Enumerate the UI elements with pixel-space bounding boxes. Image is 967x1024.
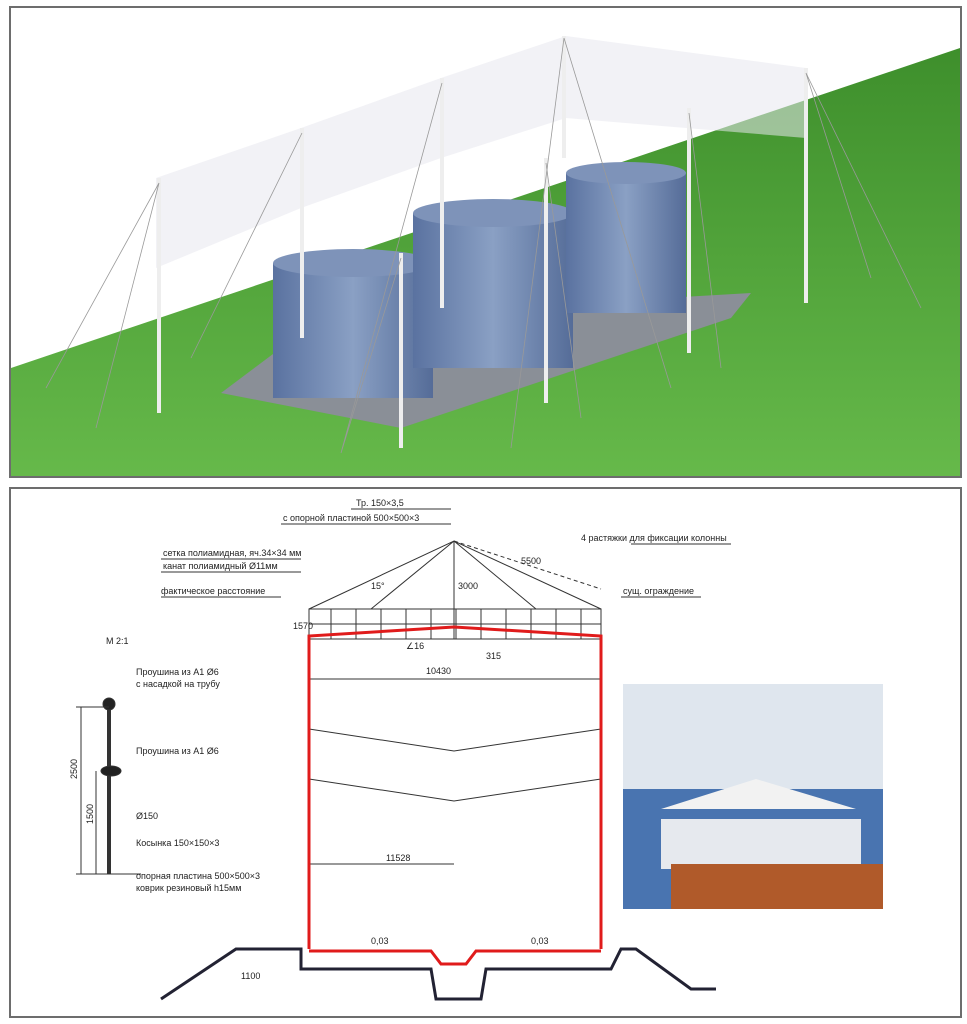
pipe-label-2: с опорной пластиной 500×500×3 (283, 513, 419, 523)
tank-outline (307, 625, 603, 949)
plate-label-1: опорная пластина 500×500×3 (136, 871, 260, 881)
weld1-line1: Проушина из А1 Ø6 (136, 667, 219, 677)
column-detail (76, 697, 141, 875)
dim-315: 315 (486, 651, 501, 661)
scale-label: М 2:1 (106, 636, 129, 646)
dim-3000: 3000 (458, 581, 478, 591)
diameter-label: Ø150 (136, 811, 158, 821)
guys-label: 4 растяжки для фиксации колонны (581, 533, 727, 543)
foundation (160, 947, 716, 1001)
distance-label: фактическое расстояние (161, 586, 265, 596)
tank-netting-render (11, 36, 960, 476)
columns (157, 36, 808, 448)
guy-ropes (45, 37, 922, 454)
net-label-2: канат полиамидный Ø11мм (163, 561, 278, 571)
net-label-1: сетка полиамидная, яч.34×34 мм (163, 548, 301, 558)
weld1-line2: с насадкой на трубу (136, 679, 220, 689)
drawing-panel: Тр. 150×3,5 с опорной пластиной 500×500×… (9, 487, 962, 1018)
dim-1500: 1500 (85, 804, 95, 824)
slope-left: 0,03 (371, 936, 389, 946)
dim-1570: 1570 (293, 621, 313, 631)
dim-2500: 2500 (69, 759, 79, 779)
weld2-label: Проушина из А1 Ø6 (136, 746, 219, 756)
plate-label-2: коврик резиновый h15мм (136, 883, 241, 893)
netting (156, 36, 806, 268)
angle-label: ∠16 (406, 641, 424, 651)
angle-label-2: 15° (371, 581, 385, 591)
technical-drawing: Тр. 150×3,5 с опорной пластиной 500×500×… (69, 498, 883, 1001)
dim-10430: 10430 (426, 666, 451, 676)
pipe-label-1: Тр. 150×3,5 (356, 498, 404, 508)
slope-right: 0,03 (531, 936, 549, 946)
dim-1100: 1100 (241, 971, 260, 981)
dim-5500: 5500 (521, 556, 541, 566)
3d-render-panel (9, 6, 962, 478)
fence-label: сущ. ограждение (623, 586, 694, 596)
dim-11528: 11528 (386, 853, 410, 863)
tank-bottom (309, 949, 601, 966)
gusset-label: Косынка 150×150×3 (136, 838, 219, 848)
